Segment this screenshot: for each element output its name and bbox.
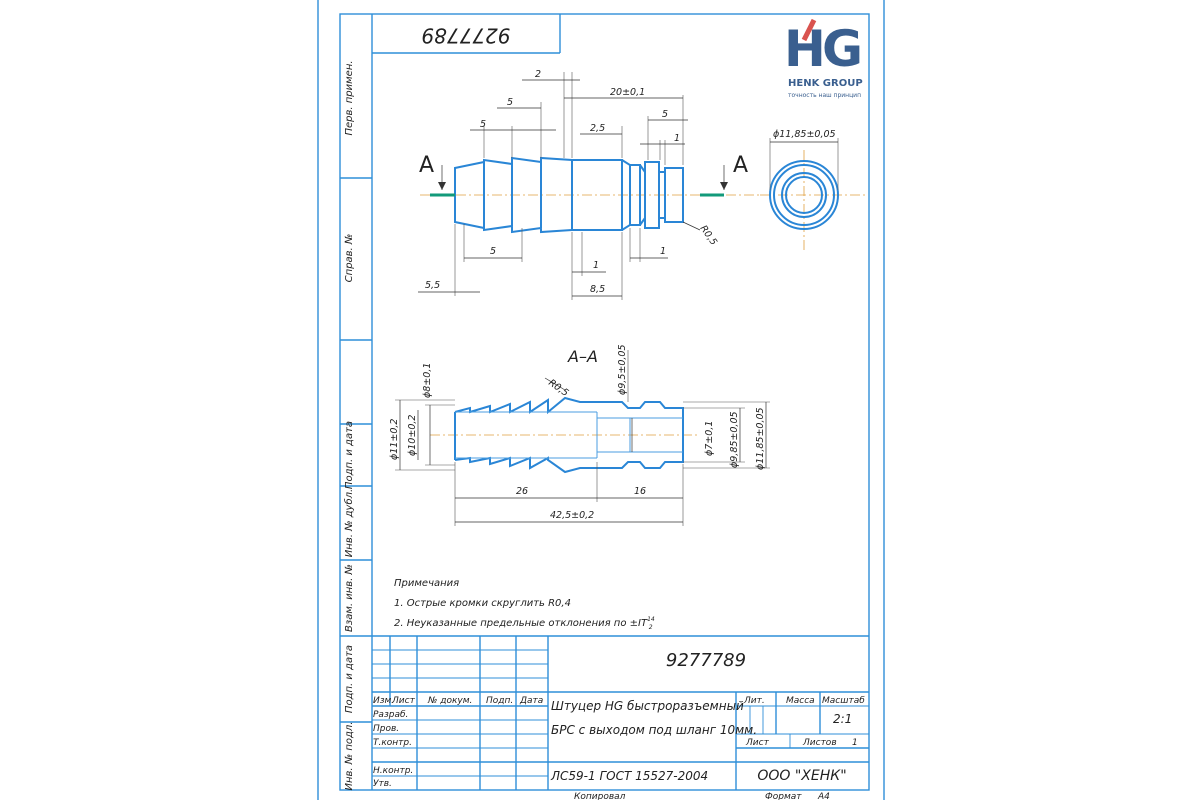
dim-sec-8: ϕ8±0,1 <box>422 363 433 398</box>
dim-sec-425: 42,5±0,2 <box>550 510 594 521</box>
title-block: 9277789 Изм. Лист № докум. Подп. Дата Ра… <box>372 635 869 800</box>
dim-top-1c: 1 <box>660 246 666 257</box>
logo-company: HENK GROUP <box>788 78 863 89</box>
section-marker-right: A <box>733 153 748 178</box>
dim-top-5a: 5 <box>507 97 513 108</box>
title-list-label: Лист <box>745 738 770 748</box>
logo-slogan: точность наш принцип <box>788 92 861 99</box>
dim-top-55: 5,5 <box>425 280 440 291</box>
footer-format-value: А4 <box>817 792 830 800</box>
doc-number-rotated: 9277789 <box>421 24 510 48</box>
logo-letter-h: H <box>784 20 826 78</box>
label-inv-podl: Инв. № подл. <box>344 722 355 791</box>
footer-format-label: Формат <box>765 792 802 800</box>
title-listov-value: 1 <box>852 738 858 748</box>
side-strip: Перв. примен. Справ. № Подп. и дата Инв.… <box>343 60 355 790</box>
title-lit: Лит. <box>743 696 765 706</box>
title-massa: Масса <box>786 696 815 706</box>
dim-sec-985: ϕ9,85±0,05 <box>729 411 740 468</box>
title-masshtab: Масштаб <box>822 696 865 706</box>
section-marker-left: A <box>419 153 434 178</box>
logo-accent-icon <box>801 18 817 42</box>
dim-top-5d: 5 <box>490 246 496 257</box>
row-utv: Утв. <box>373 779 392 789</box>
note-2-sup: 14 <box>647 616 655 623</box>
title-company: ООО "ХЕНК" <box>757 768 846 784</box>
row-tkontr: Т.контр. <box>373 738 412 748</box>
title-name-line1: Штуцер HG быстроразъемный <box>551 699 744 713</box>
end-view: ϕ11,85±0,05 <box>760 129 865 250</box>
note-2-sub: 2 <box>649 624 653 631</box>
dim-sec-7: ϕ7±0,1 <box>704 421 715 456</box>
coupling-body <box>571 159 623 231</box>
label-podp-data-2: Подп. и дата <box>344 645 355 713</box>
notes: Примечания 1. Острые кромки скруглить R0… <box>394 578 655 631</box>
title-name-line2: БРС с выходом под шланг 10мм. <box>551 723 757 737</box>
dim-sec-95: ϕ9,5±0,05 <box>617 345 628 396</box>
footer-kopiroval: Копировал <box>574 792 626 800</box>
dim-top-1b: 1 <box>593 260 599 271</box>
dim-end-1185: ϕ11,85±0,05 <box>773 129 836 140</box>
label-podp-data-1: Подп. и дата <box>344 421 355 489</box>
dim-sec-r05: R0,5 <box>546 377 570 398</box>
top-view: A A 2 20±0,1 5 5 5 2,5 1 R0,5 <box>418 69 760 300</box>
dim-top-5c: 5 <box>480 119 486 130</box>
col-dokum: № докум. <box>427 696 472 706</box>
notes-heading: Примечания <box>394 578 459 589</box>
row-nkontr: Н.контр. <box>373 766 413 776</box>
label-vzam-inv: Взам. инв. № <box>344 564 355 632</box>
dim-top-85: 8,5 <box>590 284 605 295</box>
barbed-tail-outline <box>454 156 573 180</box>
title-designation: 9277789 <box>666 650 746 671</box>
label-inv-dubl: Инв. № дубл. <box>343 489 355 557</box>
row-razrab: Разраб. <box>373 710 408 720</box>
dim-sec-10: ϕ10±0,2 <box>407 415 418 456</box>
row-prov: Пров. <box>373 724 399 734</box>
col-list: Лист <box>391 696 416 706</box>
title-scale: 2:1 <box>833 712 852 726</box>
logo-letter-g: G <box>822 20 863 78</box>
title-listov-label: Листов <box>802 738 837 748</box>
dim-top-r05: R0,5 <box>698 223 719 247</box>
col-data: Дата <box>519 696 543 706</box>
dim-top-5b: 5 <box>662 109 668 120</box>
col-podp: Подп. <box>486 696 513 706</box>
dim-sec-16: 16 <box>634 486 646 497</box>
section-outline <box>454 396 684 474</box>
section-view: А–А R0,5 ϕ9,5±0,05 ϕ8±0,1 ϕ11±0,2 ϕ10±0,… <box>389 345 770 526</box>
section-title: А–А <box>567 347 598 366</box>
col-izm: Изм. <box>373 696 394 706</box>
note-1: 1. Острые кромки скруглить R0,4 <box>394 598 571 609</box>
dim-top-2: 2 <box>535 69 541 80</box>
dim-sec-1185: ϕ11,85±0,05 <box>755 407 766 470</box>
dim-top-20: 20±0,1 <box>610 87 645 98</box>
dim-top-1a: 1 <box>674 133 680 144</box>
dim-sec-11: ϕ11±0,2 <box>389 419 400 460</box>
note-2: 2. Неуказанные предельные отклонения по … <box>394 616 655 631</box>
dim-sec-26: 26 <box>516 486 528 497</box>
dim-top-25: 2,5 <box>590 123 605 134</box>
sheet-frame <box>317 0 885 800</box>
company-logo: H G HENK GROUP точность наш принцип <box>784 18 863 99</box>
title-material: ЛС59-1 ГОСТ 15527-2004 <box>550 769 708 783</box>
label-sprav: Справ. № <box>344 234 355 283</box>
label-perv-primen: Перв. примен. <box>344 60 355 135</box>
